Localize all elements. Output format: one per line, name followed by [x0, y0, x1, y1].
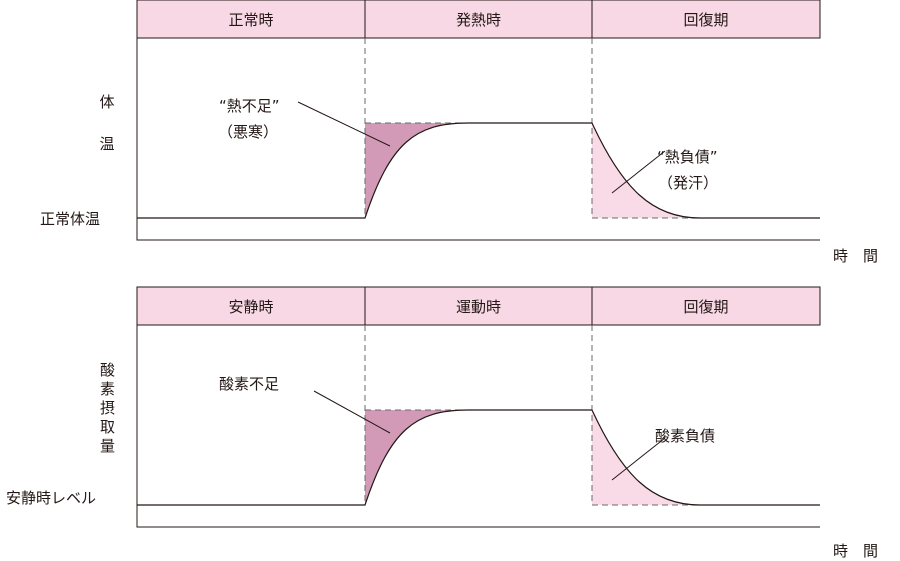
phase-label-normal: 正常時 [228, 11, 274, 29]
y-axis-char: 体 [99, 93, 115, 111]
y-axis-label-oxygen-uptake: 酸素摂取量 [98, 362, 116, 457]
leader-line [611, 437, 666, 481]
heat-deficit-label: “熱不足” [219, 97, 280, 115]
body-temperature-panel [136, 0, 821, 241]
heat-debt-label: “熱負債” [657, 148, 718, 166]
heat-debt-sublabel: （発汗） [658, 174, 719, 192]
baseline-label: 正常体温 [40, 210, 101, 228]
debt-area [592, 410, 700, 505]
y-axis-label-body-temp: 体 温 [98, 90, 116, 156]
y-axis-char: 温 [99, 135, 115, 153]
phase-label-recovery: 回復期 [683, 298, 729, 316]
oxygen-debt-label: 酸素負債 [655, 427, 716, 445]
debt-area [592, 123, 700, 218]
phase-label-rest: 安静時 [228, 298, 274, 316]
leader-line [297, 101, 391, 147]
phase-label-exercise: 運動時 [455, 298, 501, 316]
heat-deficit-sublabel: （悪寒） [218, 123, 279, 141]
axes [136, 38, 820, 241]
oxygen-deficit-label: 酸素不足 [219, 375, 280, 393]
leader-line [313, 390, 391, 434]
oxygen-uptake-panel [136, 286, 821, 528]
axes [136, 325, 820, 528]
leader-line [611, 150, 666, 194]
phase-header-bar [136, 0, 821, 39]
response-curve [137, 122, 820, 219]
phase-label-fever: 発熱時 [455, 11, 501, 29]
response-curve [137, 409, 820, 506]
phase-header-bar [136, 286, 821, 326]
x-axis-label: 時 間 [833, 542, 879, 560]
baseline-label: 安静時レベル [6, 489, 97, 507]
x-axis-label: 時 間 [833, 247, 879, 265]
phase-label-recovery: 回復期 [683, 11, 729, 29]
deficit-area [365, 123, 468, 218]
deficit-area [365, 410, 468, 505]
